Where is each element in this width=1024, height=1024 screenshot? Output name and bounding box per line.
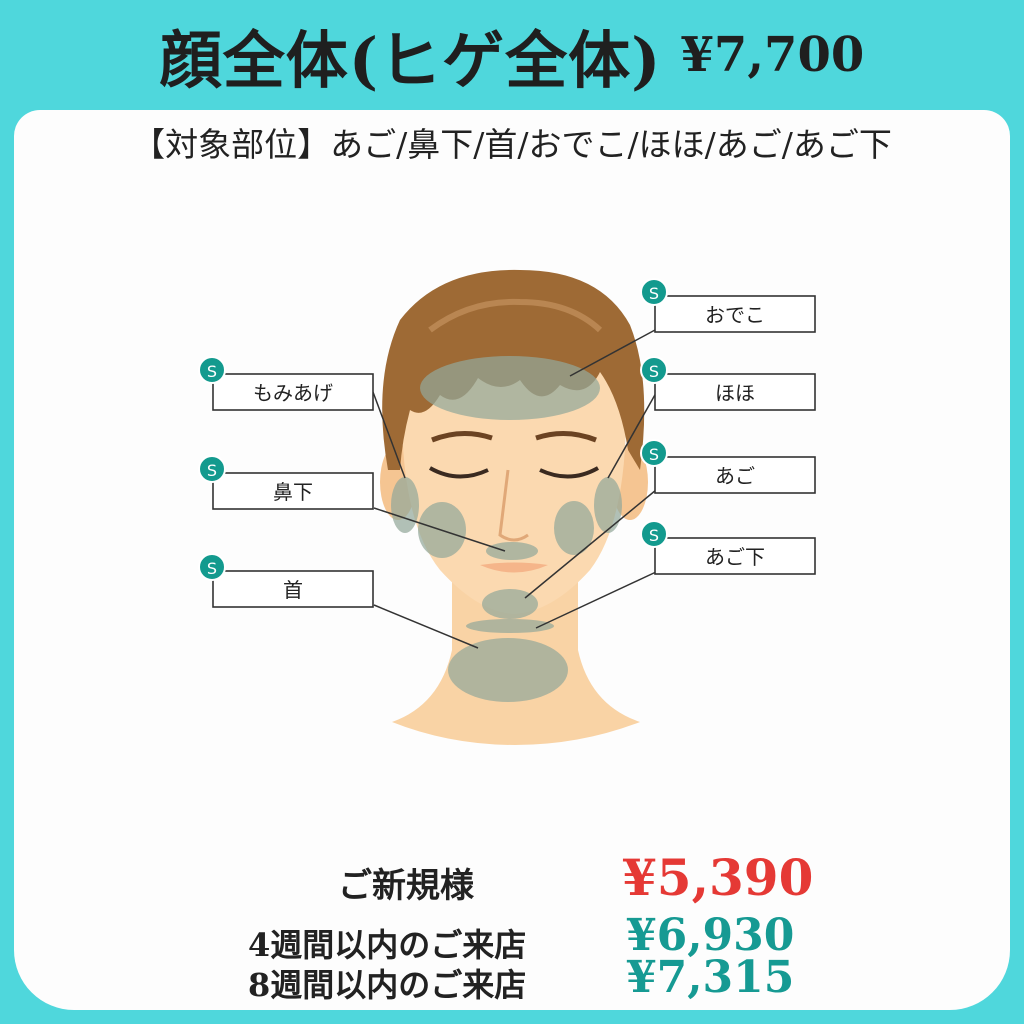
price-value-new-wrap: ¥5,390 bbox=[622, 848, 813, 907]
leader-line-neck bbox=[373, 604, 479, 649]
title-bar: 顔全体(ヒゲ全体) ¥7,700 bbox=[0, 10, 1024, 106]
label-box-under-chin: あご下 S bbox=[640, 520, 816, 575]
zone-under-nose bbox=[486, 542, 538, 560]
label-under-chin: あご下 bbox=[705, 545, 765, 569]
leader-line-forehead bbox=[569, 329, 656, 377]
price-row-4w: 4週間以内のご来店 bbox=[248, 920, 526, 966]
badge-under-nose bbox=[198, 455, 226, 483]
hair-highlight bbox=[428, 298, 603, 333]
label-box-under-nose: 鼻下 S bbox=[198, 455, 374, 510]
label-cheek: ほほ bbox=[715, 381, 755, 405]
badge-text-chin: S bbox=[649, 445, 659, 464]
leader-lines bbox=[372, 329, 657, 649]
leader-line-cheek bbox=[607, 392, 657, 479]
label-box-sideburns: もみあげ S bbox=[198, 356, 374, 411]
label-neck: 首 bbox=[283, 578, 303, 602]
right-eye bbox=[539, 466, 599, 479]
nose bbox=[498, 469, 529, 542]
zone-sideburn-right bbox=[594, 477, 622, 533]
mouth bbox=[480, 562, 548, 573]
price-value-8w-wrap: ¥7,315 bbox=[626, 952, 794, 1003]
leader-line-under-chin bbox=[535, 571, 657, 629]
label-box-neck: 首 S bbox=[198, 553, 374, 608]
label-box-chin: あご S bbox=[640, 439, 816, 494]
badge-forehead bbox=[640, 278, 668, 306]
badge-under-chin bbox=[640, 520, 668, 548]
left-eyebrow bbox=[431, 431, 493, 443]
label-forehead: おでこ bbox=[705, 303, 765, 327]
badge-chin bbox=[640, 439, 668, 467]
right-eyebrow bbox=[535, 431, 597, 443]
label-box-forehead: おでこ S bbox=[640, 278, 816, 333]
badge-text-cheek: S bbox=[649, 362, 659, 381]
badge-text-sideburns: S bbox=[207, 362, 217, 381]
pricing-section: ご新規様 ¥5,390 4週間以内のご来店 ¥6,930 8週間以内のご来店 ¥… bbox=[0, 848, 1024, 1018]
price-value-4w-wrap: ¥6,930 bbox=[626, 910, 794, 961]
price-label-4w: 4週間以内のご来店 bbox=[248, 926, 527, 964]
leader-line-under-nose bbox=[373, 507, 506, 552]
zone-forehead bbox=[420, 356, 600, 420]
zone-sideburn-left bbox=[391, 477, 419, 533]
label-sideburns: もみあげ bbox=[253, 381, 333, 405]
badge-text-under-nose: S bbox=[207, 461, 217, 480]
leader-line-sideburns bbox=[372, 391, 406, 479]
price-label-8w: 8週間以内のご来店 bbox=[248, 966, 527, 1004]
price-value-8w: ¥7,315 bbox=[626, 952, 795, 1003]
price-value-new: ¥5,390 bbox=[622, 848, 814, 907]
badge-text-under-chin: S bbox=[649, 526, 659, 545]
price-row-8w: 8週間以内のご来店 bbox=[248, 960, 526, 1006]
zone-chin bbox=[482, 589, 538, 619]
label-box-cheek: ほほ S bbox=[640, 356, 816, 411]
leader-line-chin bbox=[524, 489, 657, 599]
zone-cheek-right bbox=[554, 501, 594, 555]
badge-neck bbox=[198, 553, 226, 581]
price-row-new: ご新規様 bbox=[338, 858, 474, 907]
label-under-nose: 鼻下 bbox=[273, 480, 313, 504]
badge-text-neck: S bbox=[207, 559, 217, 578]
badge-cheek bbox=[640, 356, 668, 384]
page-title: 顔全体(ヒゲ全体) bbox=[159, 24, 662, 97]
zone-under-chin bbox=[466, 619, 554, 633]
target-areas-line: 【対象部位】あご/鼻下/首/おでこ/ほほ/あご/あご下 bbox=[132, 125, 892, 164]
left-eye bbox=[429, 466, 489, 479]
price-value-4w: ¥6,930 bbox=[626, 910, 795, 961]
label-chin: あご bbox=[715, 464, 755, 488]
badge-sideburns bbox=[198, 356, 226, 384]
title-price: ¥7,700 bbox=[680, 27, 865, 83]
badge-text-forehead: S bbox=[649, 284, 659, 303]
treatment-zones bbox=[391, 356, 622, 702]
zone-neck bbox=[448, 638, 568, 702]
price-label-new: ご新規様 bbox=[338, 866, 474, 906]
